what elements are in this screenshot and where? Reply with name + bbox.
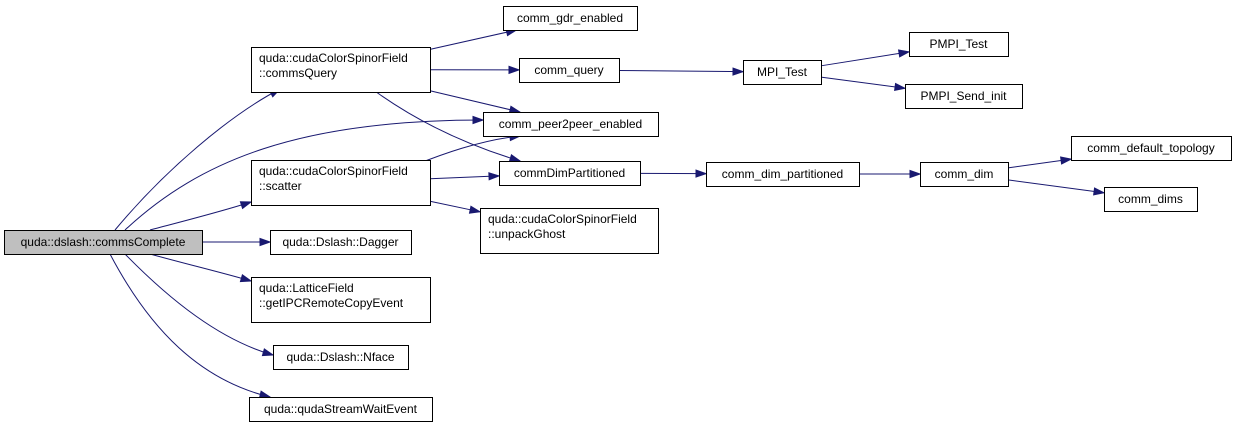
node-label: quda::Dslash::Dagger	[282, 235, 398, 249]
edge-scatter-to-unpackGhost	[429, 200, 482, 214]
arrowhead	[894, 82, 907, 92]
node-label: comm_dim_partitioned	[722, 167, 843, 181]
edge-commDimPart-to-commDimPartLow	[639, 169, 708, 178]
arrowhead	[239, 201, 253, 210]
node-commDimPart[interactable]: commDimPartitioned	[499, 161, 641, 186]
node-box	[480, 208, 659, 254]
call-nodes: quda::dslash::commsComplete quda::cudaCol…	[4, 6, 1232, 422]
node-label: ::scatter	[259, 179, 302, 193]
node-box	[743, 60, 822, 85]
node-defaultTopology[interactable]: comm_default_topology	[1071, 136, 1232, 161]
edge-root-to-nface	[124, 253, 275, 357]
node-getIPC[interactable]: quda::LatticeField::getIPCRemoteCopyEven…	[251, 277, 431, 323]
node-label: PMPI_Send_init	[920, 89, 1007, 103]
arrowhead	[897, 49, 911, 58]
node-gdr[interactable]: comm_gdr_enabled	[503, 6, 638, 31]
node-commDims[interactable]: comm_dims	[1104, 187, 1198, 212]
edge-mpiTest-to-pmpiSendInit	[820, 76, 907, 92]
edge-root-to-scatter	[149, 201, 253, 231]
node-unpackGhost[interactable]: quda::cudaColorSpinorField::unpackGhost	[480, 208, 659, 254]
node-label: quda::cudaColorSpinorField	[259, 51, 408, 65]
node-box	[270, 230, 412, 255]
node-root[interactable]: quda::dslash::commsComplete	[4, 230, 203, 255]
node-box	[249, 397, 433, 422]
edge-mpiTest-to-pmpiTest	[820, 49, 911, 67]
node-box	[273, 345, 409, 370]
node-box	[251, 160, 431, 206]
node-label: comm_dim	[935, 167, 994, 181]
edge-commsQuery-to-peer2peer	[429, 90, 522, 114]
arrowhead	[472, 115, 485, 125]
edge-commsQuery-to-commQuery	[429, 65, 521, 75]
node-label: ::unpackGhost	[488, 227, 566, 241]
node-pmpiSendInit[interactable]: PMPI_Send_init	[905, 84, 1023, 109]
node-label: quda::LatticeField	[259, 281, 354, 295]
node-box	[251, 277, 431, 323]
node-label: quda::Dslash::Nface	[286, 350, 394, 364]
arrowhead	[239, 274, 253, 283]
arrowhead	[508, 153, 522, 163]
arrowhead	[732, 67, 745, 76]
node-label: comm_peer2peer_enabled	[499, 117, 642, 131]
node-commQuery[interactable]: comm_query	[519, 58, 620, 83]
node-label: ::getIPCRemoteCopyEvent	[259, 296, 404, 310]
node-label: ::commsQuery	[259, 66, 337, 80]
arrowhead	[1093, 187, 1106, 196]
edge-root-to-dagger	[202, 237, 272, 247]
arrowhead	[508, 65, 521, 75]
node-box	[909, 32, 1009, 57]
arrowhead	[909, 169, 922, 179]
node-label: PMPI_Test	[929, 37, 988, 51]
edge-root-to-peer2peer	[124, 115, 485, 231]
node-box	[4, 230, 203, 255]
node-dagger[interactable]: quda::Dslash::Dagger	[270, 230, 412, 255]
edge-commDim-to-commDims	[1007, 179, 1106, 196]
edge-commDim-to-defaultTopology	[1007, 156, 1073, 169]
edge-commQuery-to-mpiTest	[618, 67, 745, 76]
node-box	[1071, 136, 1232, 161]
node-peer2peer[interactable]: comm_peer2peer_enabled	[483, 112, 659, 137]
edge-root-to-commsQuery	[114, 88, 282, 231]
node-box	[1104, 187, 1198, 212]
node-box	[499, 161, 641, 186]
edge-root-to-streamWait	[109, 253, 272, 399]
node-commDimPartLow[interactable]: comm_dim_partitioned	[706, 162, 860, 187]
node-label: quda::dslash::commsComplete	[21, 235, 186, 249]
edge-commDimPartLow-to-commDim	[859, 169, 922, 179]
node-label: quda::cudaColorSpinorField	[259, 164, 408, 178]
node-label: comm_query	[534, 63, 603, 77]
node-box	[251, 47, 431, 93]
node-pmpiTest[interactable]: PMPI_Test	[909, 32, 1009, 57]
edge-commsQuery-to-gdr	[429, 28, 519, 50]
node-box	[706, 162, 860, 187]
node-label: comm_dims	[1118, 192, 1183, 206]
arrowhead	[261, 348, 275, 357]
arrowhead	[695, 169, 708, 178]
arrowhead	[259, 237, 272, 247]
node-commDim[interactable]: comm_dim	[920, 162, 1009, 187]
edge-scatter-to-commDimPart	[429, 172, 501, 181]
arrowhead	[488, 172, 501, 181]
node-label: comm_default_topology	[1087, 141, 1214, 155]
node-label: comm_gdr_enabled	[517, 11, 623, 25]
node-box	[483, 112, 659, 137]
node-box	[905, 84, 1023, 109]
node-mpiTest[interactable]: MPI_Test	[743, 60, 822, 85]
node-nface[interactable]: quda::Dslash::Nface	[273, 345, 409, 370]
node-streamWait[interactable]: quda::qudaStreamWaitEvent	[249, 397, 433, 422]
arrowhead	[1060, 156, 1073, 165]
node-label: commDimPartitioned	[514, 166, 625, 180]
node-box	[920, 162, 1009, 187]
edge-root-to-getIPC	[149, 253, 253, 283]
arrowhead	[468, 205, 482, 214]
node-box	[519, 58, 620, 83]
node-commsQuery[interactable]: quda::cudaColorSpinorField::commsQuery	[251, 47, 431, 93]
call-edges	[109, 28, 1106, 399]
node-label: MPI_Test	[757, 65, 808, 79]
node-scatter[interactable]: quda::cudaColorSpinorField::scatter	[251, 160, 431, 206]
node-box	[503, 6, 638, 31]
node-label: quda::cudaColorSpinorField	[488, 212, 637, 226]
node-label: quda::qudaStreamWaitEvent	[264, 402, 418, 416]
